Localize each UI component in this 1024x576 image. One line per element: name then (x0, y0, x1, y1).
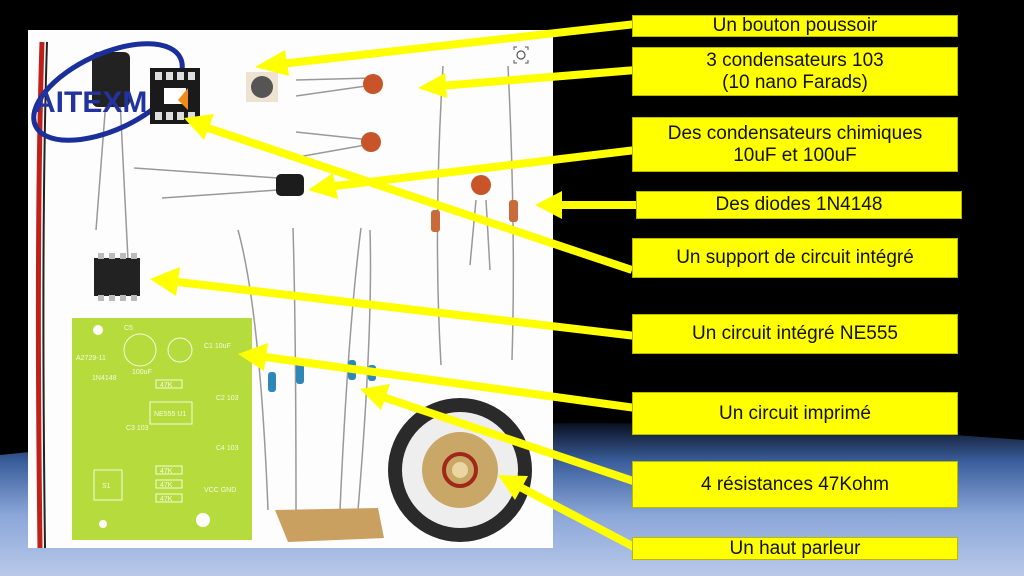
pcb-ic-label: NE555 U1 (154, 411, 186, 418)
label-text: 10uF et 100uF (733, 144, 857, 166)
pcb-c4-label: C4 103 (216, 445, 239, 452)
label-text: Un circuit intégré NE555 (692, 323, 898, 344)
label-text: Des condensateurs chimiques (667, 122, 923, 144)
label-text: Un support de circuit intégré (676, 247, 914, 268)
pcb-100uf-label: 100uF (132, 369, 152, 376)
label-ne555: Un circuit intégré NE555 (632, 314, 958, 354)
pcb-d-label: 1N4148 (92, 375, 117, 382)
pcb-s1-label: S1 (102, 483, 111, 490)
pcb-r3-label: 47K (160, 468, 173, 475)
diode (431, 65, 444, 366)
pcb-r2-label: 47K (160, 482, 173, 489)
resistor-tape (275, 508, 384, 542)
ic-socket (150, 68, 200, 124)
label-pcb: Un circuit imprimé (632, 392, 958, 435)
ceramic-capacitor (295, 74, 383, 97)
label-speaker: Un haut parleur (632, 537, 958, 560)
pcb-vcc-label: VCC GND (204, 487, 236, 494)
ceramic-capacitor (469, 175, 491, 271)
push-button (246, 72, 278, 102)
pcb-board-id: A2729-11 (76, 355, 106, 362)
pcb-c2-label: C2 103 (216, 395, 239, 402)
label-text: 4 résistances 47Kohm (701, 473, 889, 495)
electrolytic-capacitor-large (92, 52, 130, 261)
label-text: (10 nano Farads) (722, 71, 868, 93)
pcb-c3-label: C3 103 (126, 425, 149, 432)
label-ceramic-capacitors: 3 condensateurs 103 (10 nano Farads) (632, 47, 958, 96)
svg-text:AITEXM: AITEXM (34, 86, 147, 119)
label-text: Des diodes 1N4148 (715, 194, 883, 215)
pcb-c5-label: C5 (124, 325, 133, 332)
aitexm-logo: AITEXM (31, 41, 185, 143)
label-ic-socket: Un support de circuit intégré (632, 238, 958, 278)
electrolytic-capacitor-small (133, 167, 304, 199)
label-text: Un circuit imprimé (718, 402, 872, 424)
ne555-chip (94, 253, 140, 301)
pcb-r4-label: 47K (160, 382, 173, 389)
label-text: Un bouton poussoir (712, 15, 878, 36)
label-diodes: Des diodes 1N4148 (636, 191, 962, 219)
kit-photo: AITEXM (28, 30, 553, 549)
label-text: Un haut parleur (729, 537, 861, 559)
label-resistors: 4 résistances 47Kohm (632, 461, 958, 508)
label-electrolytic-capacitors: Des condensateurs chimiques 10uF et 100u… (632, 117, 958, 172)
speaker (388, 398, 532, 542)
label-text: 3 condensateurs 103 (706, 49, 884, 71)
pcb-board: NE555 U1 47K 47K 47K 47K C1 10uF C5 C2 1… (72, 318, 252, 540)
pcb-r1-label: 47K (160, 496, 173, 503)
zoom-lens-icon (513, 46, 529, 64)
pcb-c1-label: C1 10uF (204, 343, 231, 350)
ceramic-capacitor (295, 131, 381, 158)
label-push-button: Un bouton poussoir (632, 15, 958, 37)
diode (507, 65, 518, 361)
